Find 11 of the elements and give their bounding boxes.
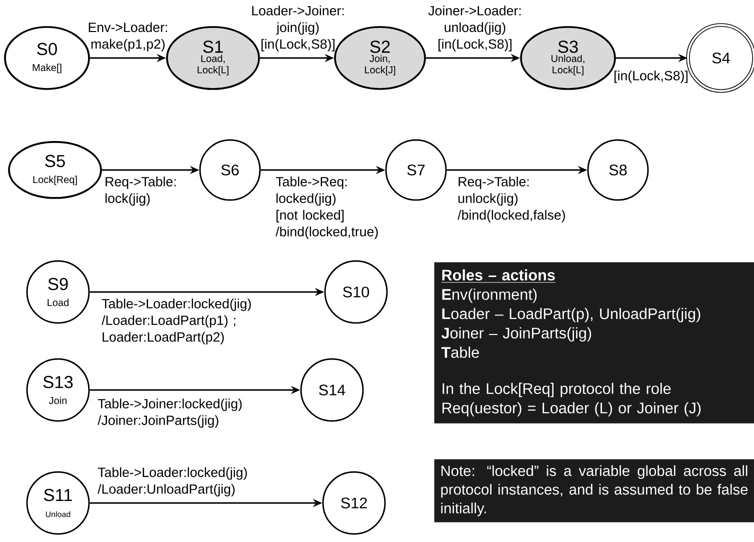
roles-panel: Roles – actions Env(ironment) Loader – LoadPart(p), UnloadPart(jig) Joiner – JoinParts(jig) Table In the Lock[Req] protocol the role Req(uestor) = Loader (L) or Joiner (J) [434, 262, 754, 424]
note-panel: Note: “locked” is a variable global across all protocol instances, and is assumed to be false initially. [434, 459, 754, 522]
edge-label: Joiner->Loader: unload(jig) [in(Lock,S8)] [428, 6, 521, 52]
edge-label: Req->Table: lock(jig) [106, 176, 176, 206]
edge-label: Req->Table: unlock(jig) /bind(locked,false) [458, 176, 565, 222]
edge-label: [in(Lock,S8)] [614, 70, 688, 84]
edge-label: Table->Joiner:locked(jig) /Joiner:JoinParts(jig) [98, 398, 242, 428]
edge-label: Env->Loader: make(p1,p2) [88, 22, 167, 52]
edge-label: Table->Req: locked(jig) [not locked] /bind(locked,true) [276, 176, 378, 240]
edge-label: Table->Loader:locked(jig) /Loader:LoadPart(p1) ; Loader:LoadPart(p2) [102, 298, 251, 344]
edge-label: Table->Loader:locked(jig) /Loader:UnloadPart(jig) [98, 467, 247, 496]
